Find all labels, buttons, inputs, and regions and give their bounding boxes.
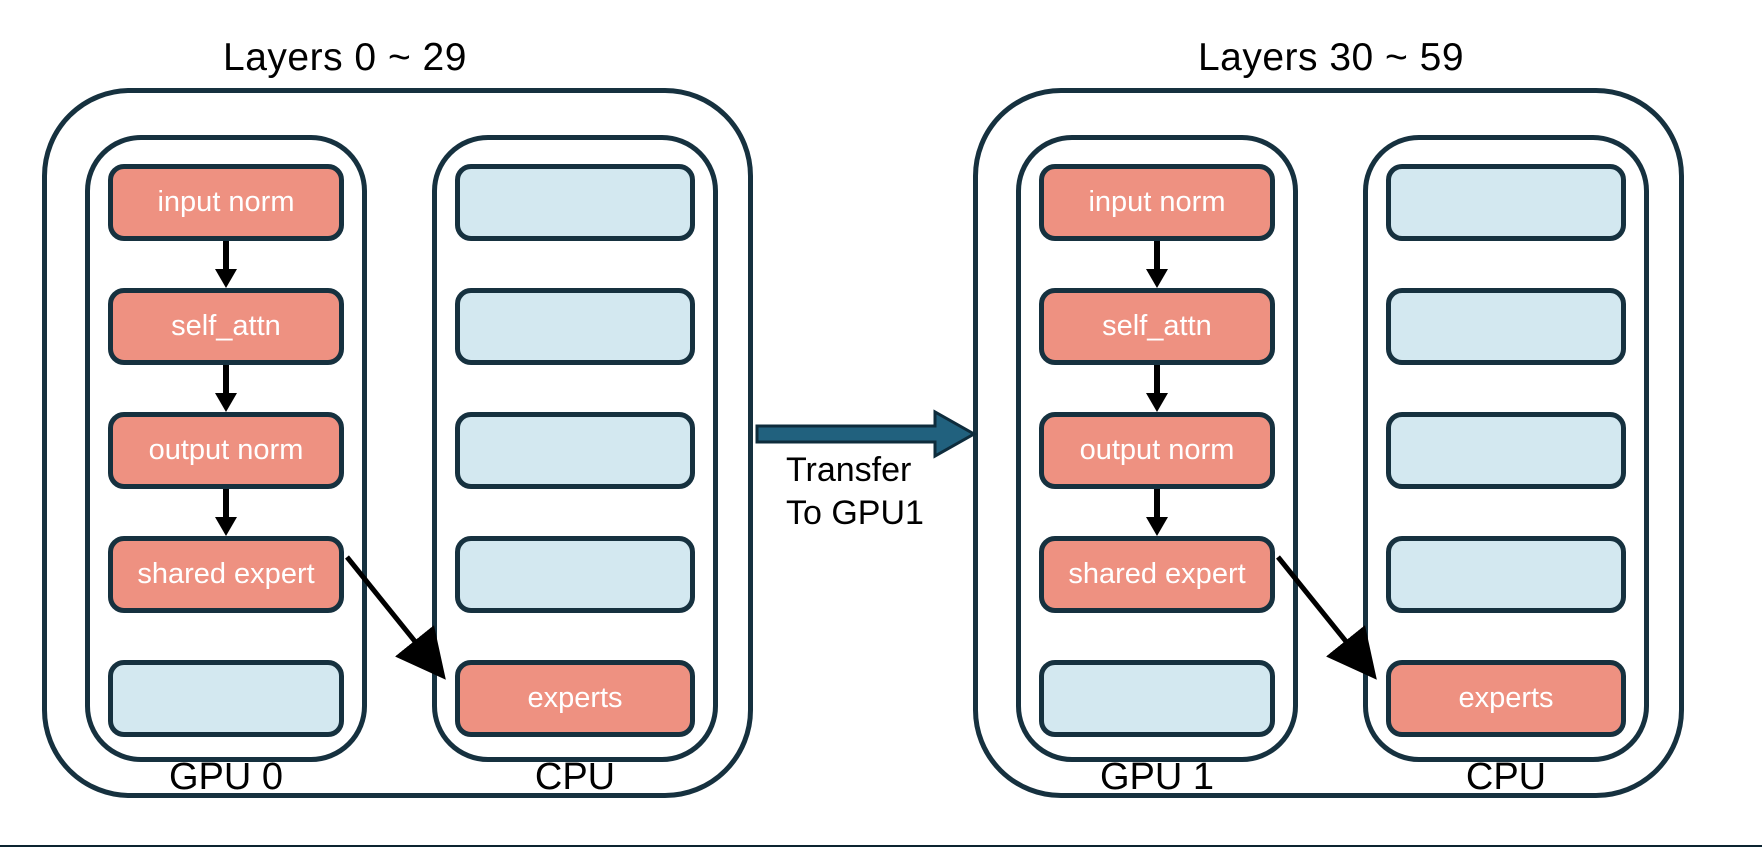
node-container-1: input norm self_attn output norm shared … [973, 88, 1684, 798]
device-label-cpu: CPU [534, 756, 616, 798]
flow-arrow-icon [1039, 489, 1275, 536]
transfer-label-line1: Transfer [786, 451, 912, 489]
gpu-column: input norm self_attn output norm shared … [1016, 135, 1298, 762]
module-box-self-attn: self_attn [1039, 288, 1275, 365]
empty-slot [108, 660, 344, 737]
device-label-gpu1: GPU 1 [1099, 756, 1215, 798]
layer-group-1: Layers 30 ~ 59 input norm self_attn outp… [931, 0, 1762, 850]
node-container-0: input norm self_attn output norm shared … [42, 88, 753, 798]
cpu-column: experts [1363, 135, 1649, 762]
empty-slot [455, 164, 695, 241]
module-box-output-norm: output norm [108, 412, 344, 489]
flow-arrow-icon [108, 241, 344, 288]
flow-arrow-icon [1039, 365, 1275, 412]
bottom-divider [0, 845, 1762, 847]
module-box-shared-expert: shared expert [1039, 536, 1275, 613]
flow-arrow-icon [1039, 241, 1275, 288]
layer-group-0: Layers 0 ~ 29 input norm self_attn outpu… [0, 0, 831, 850]
layer-range-title: Layers 30 ~ 59 [1197, 36, 1465, 79]
layer-range-title: Layers 0 ~ 29 [223, 36, 467, 79]
module-box-input-norm: input norm [108, 164, 344, 241]
module-box-output-norm: output norm [1039, 412, 1275, 489]
empty-slot [1386, 288, 1626, 365]
module-box-experts: experts [1386, 660, 1626, 737]
device-label-gpu0: GPU 0 [168, 756, 284, 798]
slot-gap [108, 613, 344, 660]
module-box-self-attn: self_attn [108, 288, 344, 365]
empty-slot [1386, 536, 1626, 613]
empty-slot [455, 412, 695, 489]
slot-gap [1039, 613, 1275, 660]
transfer-label: Transfer To GPU1 [786, 449, 1006, 535]
empty-slot [455, 536, 695, 613]
flow-arrow-icon [108, 489, 344, 536]
device-label-cpu: CPU [1465, 756, 1547, 798]
flow-arrow-icon [108, 365, 344, 412]
module-box-input-norm: input norm [1039, 164, 1275, 241]
module-box-shared-expert: shared expert [108, 536, 344, 613]
gpu-column: input norm self_attn output norm shared … [85, 135, 367, 762]
transfer-label-line2: To GPU1 [786, 494, 924, 532]
cpu-column: experts [432, 135, 718, 762]
module-box-experts: experts [455, 660, 695, 737]
empty-slot [1386, 412, 1626, 489]
empty-slot [1039, 660, 1275, 737]
empty-slot [455, 288, 695, 365]
empty-slot [1386, 164, 1626, 241]
